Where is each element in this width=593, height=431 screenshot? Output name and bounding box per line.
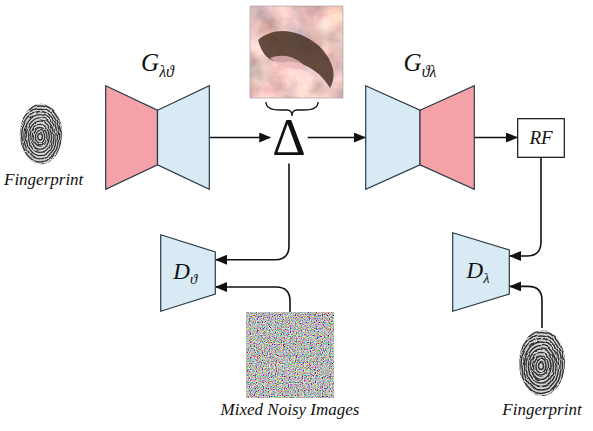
label-group: Fingerprint xyxy=(4,171,83,190)
arrow-connector xyxy=(216,287,290,312)
label-group: Dλ xyxy=(467,258,490,287)
subscript: ϑλ xyxy=(422,63,437,80)
caption: Fingerprint xyxy=(502,400,581,419)
fingerprint-image xyxy=(15,102,66,172)
generator: Gϑλ xyxy=(365,85,475,190)
fingerprint-image xyxy=(514,328,569,404)
arrow-connector xyxy=(510,158,541,256)
arrow-connector xyxy=(510,286,542,328)
noise-input: Mixed Noisy Images xyxy=(246,312,334,398)
trapezoid xyxy=(453,233,510,312)
generator-shape xyxy=(365,85,475,190)
decoder-half xyxy=(420,86,474,190)
arrow-connector xyxy=(210,137,270,139)
trapezoid xyxy=(161,235,216,312)
abstract-image xyxy=(250,6,343,98)
delta-symbol: Δ xyxy=(270,112,307,164)
node-label: D xyxy=(173,259,190,284)
caption: Mixed Noisy Images xyxy=(221,400,360,419)
label-group: Gλϑ xyxy=(141,49,174,81)
node-label: G xyxy=(404,49,422,76)
arrow-connector xyxy=(308,137,365,139)
label-group: Mixed Noisy Images xyxy=(221,401,360,420)
fingerprint-input: Fingerprint xyxy=(18,100,64,168)
label-group: Dϑ xyxy=(173,259,197,288)
encoder-half xyxy=(366,86,420,190)
node-label: Δ xyxy=(272,109,305,166)
noise-image xyxy=(246,312,334,398)
discriminator: Dϑ xyxy=(160,234,216,312)
rf-box: RF xyxy=(517,118,565,158)
decoder-half xyxy=(158,86,210,190)
label-group: Fingerprint xyxy=(502,401,581,420)
subscript: λ xyxy=(483,270,489,286)
generator-shape xyxy=(105,85,210,190)
label-group: Δ xyxy=(270,112,307,164)
subscript: λϑ xyxy=(159,63,174,80)
discriminator: Dλ xyxy=(452,232,510,312)
fingerprint-real: Fingerprint xyxy=(516,328,568,398)
caption: Fingerprint xyxy=(4,170,83,189)
arrow-connector xyxy=(475,137,517,139)
subscript: ϑ xyxy=(190,271,197,287)
label-group: Gϑλ xyxy=(404,49,437,81)
encoder-half xyxy=(106,86,158,190)
box-outline xyxy=(518,119,565,158)
generator: Gλϑ xyxy=(105,85,210,190)
node-label: D xyxy=(467,258,484,283)
label-group: RF xyxy=(529,128,552,149)
node-label: G xyxy=(141,49,159,76)
node-label: RF xyxy=(529,127,552,148)
arrow-connector xyxy=(216,164,289,260)
